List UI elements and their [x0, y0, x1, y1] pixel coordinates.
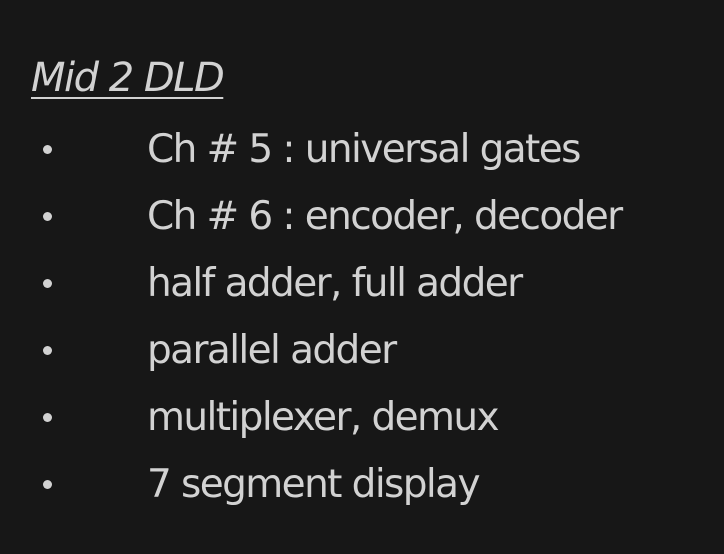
list-item-text: Ch # 5 : universal gates — [147, 127, 581, 172]
list-item: Ch # 6 : encoder, decoder — [0, 183, 724, 250]
note-title: Mid 2 DLD — [31, 55, 225, 101]
list-item-text: Ch # 6 : encoder, decoder — [147, 194, 623, 239]
bullet-icon — [43, 346, 52, 355]
bullet-icon — [43, 145, 52, 154]
list-item: parallel adder — [0, 317, 724, 384]
topic-list: Ch # 5 : universal gates Ch # 6 : encode… — [0, 116, 724, 518]
bullet-icon — [43, 480, 52, 489]
bullet-icon — [43, 212, 52, 221]
list-item: Ch # 5 : universal gates — [0, 116, 724, 183]
list-item-text: parallel adder — [147, 328, 397, 373]
list-item: 7 segment display — [0, 451, 724, 518]
bullet-icon — [43, 413, 52, 422]
bullet-icon — [43, 279, 52, 288]
list-item-text: 7 segment display — [147, 462, 481, 507]
list-item-text: half adder, full adder — [147, 261, 523, 306]
list-item: multiplexer, demux — [0, 384, 724, 451]
list-item-text: multiplexer, demux — [147, 395, 500, 440]
list-item: half adder, full adder — [0, 250, 724, 317]
